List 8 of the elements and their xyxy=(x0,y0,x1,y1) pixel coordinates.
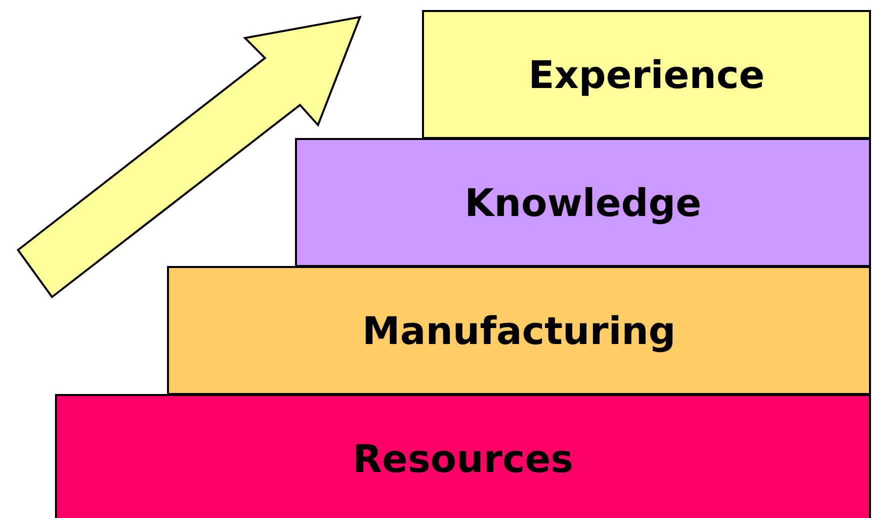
step-box xyxy=(55,394,871,518)
step-box xyxy=(295,138,871,267)
step-box xyxy=(167,266,871,395)
step-label: Manufacturing xyxy=(362,308,676,352)
step-label: Resources xyxy=(352,437,574,481)
step-label: Experience xyxy=(528,52,765,96)
step-box xyxy=(422,10,871,139)
step-label: Knowledge xyxy=(464,180,702,224)
